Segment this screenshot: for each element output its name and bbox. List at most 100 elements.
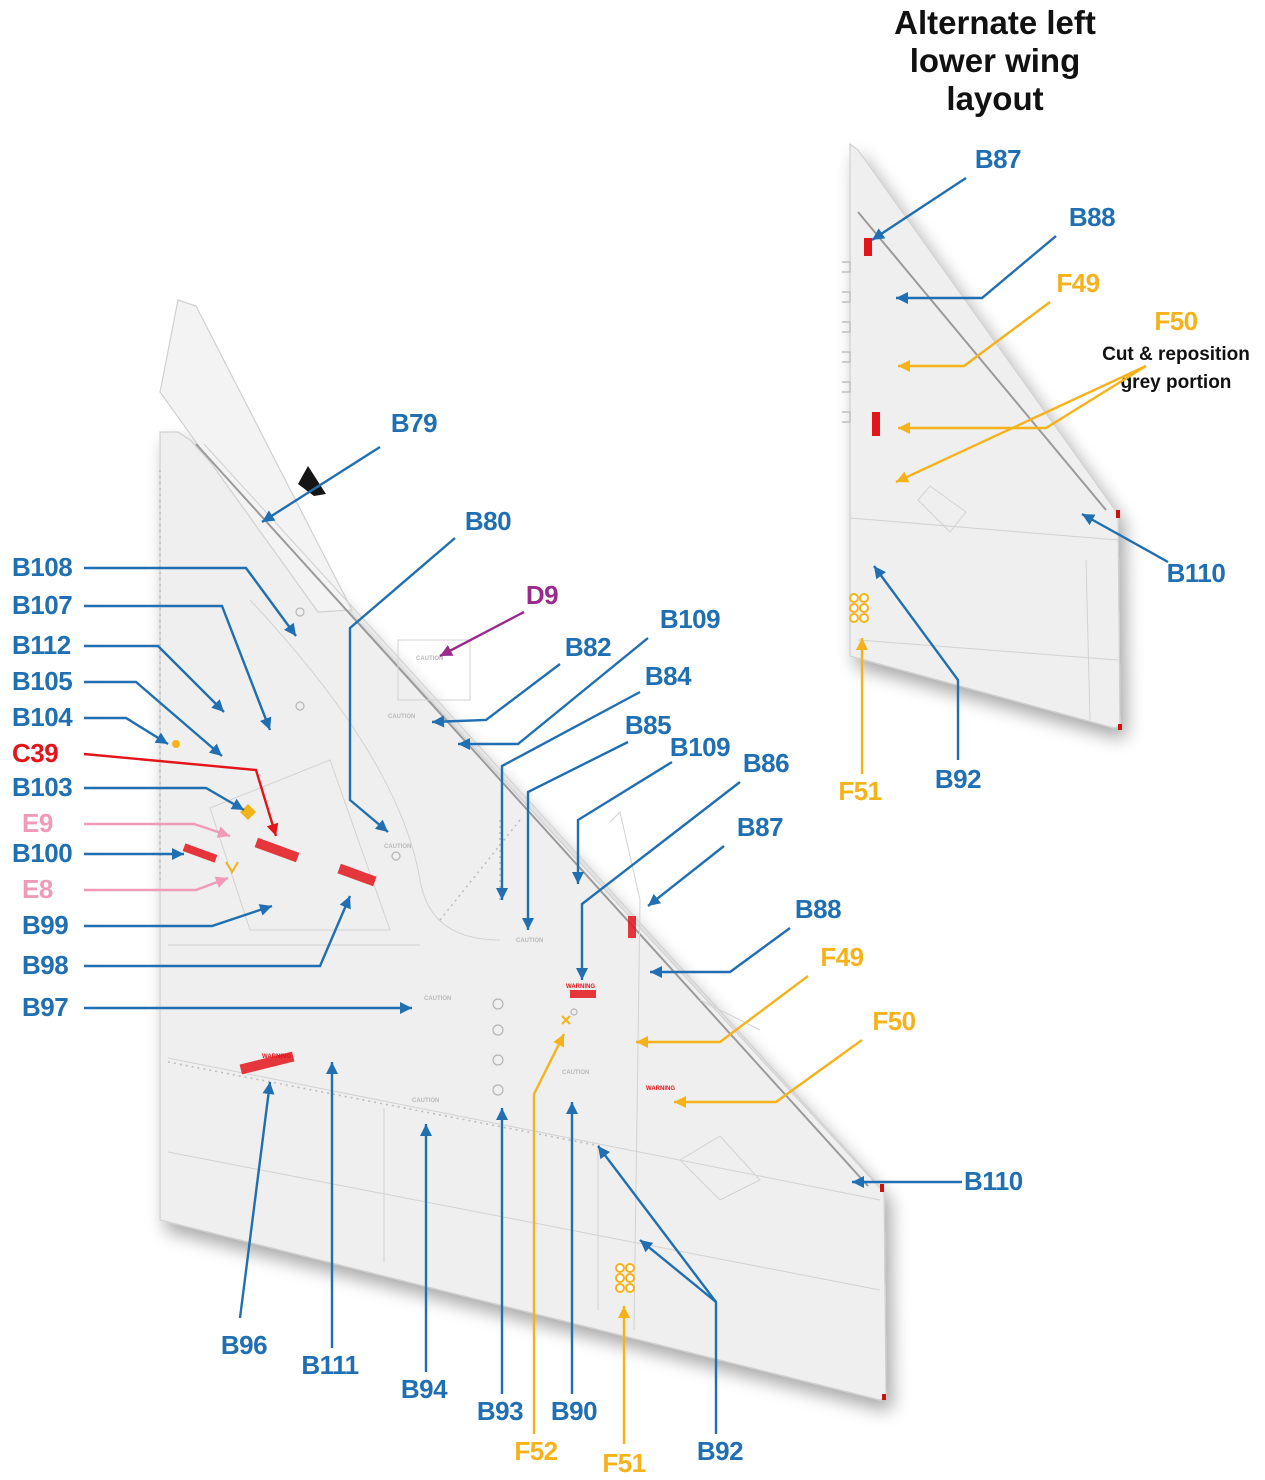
alt-callout-b92: B92 [935, 764, 981, 794]
f50-note-line-1: Cut & reposition [1102, 344, 1250, 365]
main-callout-b109-leader-arrowhead [458, 738, 470, 750]
svg-text:WARNING: WARNING [566, 984, 595, 990]
main-callout-b94-leader [420, 1124, 432, 1372]
main-callout-b100: B100 [12, 838, 72, 868]
main-callout-f49-leader-arrowhead [636, 1036, 648, 1048]
main-callout-f51-leader-arrowhead [618, 1306, 630, 1318]
main-callout-f50-leader-arrowhead [674, 1096, 686, 1108]
alt-tip-marker [1118, 724, 1122, 730]
main-callout-b94-leader-arrowhead [420, 1124, 432, 1136]
main-callout-b82-leader-arrowhead [432, 715, 445, 728]
main-callout-b97-leader [84, 1002, 412, 1014]
main-callout-b110-leader [852, 1176, 962, 1188]
main-callout-b92-leader-arrowhead [598, 1146, 611, 1160]
main-callout-b90-leader [566, 1102, 578, 1394]
main-callout-b96: B96 [221, 1330, 267, 1360]
f50-note: Cut & reposition grey portion [1102, 344, 1250, 393]
main-callout-e9-leader [84, 822, 231, 838]
main-callout-f52-leader-arrowhead [553, 1034, 564, 1048]
main-callout-b111: B111 [301, 1350, 358, 1380]
alt-callout-b110-leader-arrowhead [1082, 514, 1096, 526]
main-callout-b79-leader [261, 445, 381, 524]
main-callout-b90-leader-arrowhead [566, 1102, 578, 1114]
main-callout-b84: B84 [645, 661, 692, 691]
main-callout-b109: B109 [660, 604, 720, 634]
main-callout-b94: B94 [401, 1374, 448, 1404]
main-callout-b108-leader-arrowhead [284, 622, 296, 636]
main-wing: CAUTION CAUTION CAUTION CAUTION CAUTION … [159, 299, 887, 1401]
main-callout-b88-leader [650, 927, 791, 978]
main-callout-b87-leader-arrowhead [648, 893, 662, 906]
main-callout-b98-leader-arrowhead [339, 896, 351, 910]
main-callout-f52-leader [532, 1033, 566, 1434]
main-callout-b104-leader-arrowhead [154, 732, 168, 744]
svg-text:CAUTION: CAUTION [384, 844, 411, 850]
main-callout-e8: E8 [22, 874, 53, 904]
svg-text:WARNING: WARNING [646, 1086, 675, 1092]
alt-callout-b87-leader [871, 176, 967, 242]
yellow-fittings [172, 740, 571, 1025]
main-callout-b90: B90 [551, 1396, 597, 1426]
main-callout-b112: B112 [12, 630, 71, 660]
main-callout-b96-leader-arrowhead [262, 1082, 275, 1095]
alt-callout-f51-leader [856, 638, 868, 774]
main-callout-b84-leader [496, 690, 641, 900]
svg-text:CAUTION: CAUTION [416, 656, 443, 662]
svg-text:CAUTION: CAUTION [516, 938, 543, 944]
alt-callout-b110: B110 [1167, 558, 1226, 588]
main-callout-b85: B85 [625, 710, 671, 740]
alt-callout-f49-leader [898, 301, 1051, 372]
main-callout-b107-leader [84, 604, 272, 731]
svg-text:CAUTION: CAUTION [424, 996, 451, 1002]
main-callout-b104-leader [84, 716, 169, 746]
alt-panel-lines [849, 485, 1119, 721]
svg-text:CAUTION: CAUTION [562, 1070, 589, 1076]
main-callout-b103-leader-arrowhead [230, 798, 244, 810]
ports [295, 607, 578, 1096]
f51-access-cluster [615, 1263, 635, 1293]
title-line-2: lower wing [910, 42, 1081, 79]
fastener-rows [159, 470, 601, 1147]
main-callout-b93-leader-arrowhead [496, 1108, 508, 1120]
main-callout-f52: F52 [514, 1436, 557, 1466]
main-callout-b100-leader [84, 848, 184, 860]
main-callout-b98: B98 [22, 950, 68, 980]
alt-callout-f51-leader-arrowhead [856, 638, 868, 650]
panel-lines [167, 599, 881, 1331]
alt-tabs [842, 261, 851, 423]
main-callout-b92-leader-extra [639, 1239, 717, 1303]
caution-decals: CAUTION CAUTION CAUTION CAUTION CAUTION … [384, 656, 589, 1104]
main-callout-b100-leader-arrowhead [172, 848, 184, 860]
outer-panel [159, 299, 353, 613]
main-callout-b80: B80 [465, 506, 511, 536]
alt-callout-f50-leader-arrowhead [898, 422, 910, 434]
alt-callout-f49: F49 [1056, 268, 1099, 298]
main-callout-b103: B103 [12, 772, 72, 802]
main-callout-b108-leader [84, 566, 297, 637]
callout-layer: B79B80D9B109B82B84B85B109B86B87B88F49F50… [12, 144, 1226, 1478]
alt-callout-b88-leader-arrowhead [896, 292, 908, 304]
alt-tip-marker [1116, 510, 1120, 518]
main-callout-b93: B93 [477, 1396, 523, 1426]
main-callout-b82: B82 [565, 632, 611, 662]
main-callout-b99: B99 [22, 910, 68, 940]
main-callout-b93-leader [496, 1108, 508, 1394]
alt-callout-f50: F50 [1154, 306, 1197, 336]
main-callout-b79: B79 [391, 408, 437, 438]
main-callout-e8-leader [84, 876, 229, 892]
main-callout-b86-leader-arrowhead [576, 968, 588, 980]
main-callout-b96-leader [238, 1081, 275, 1319]
main-callout-b97: B97 [22, 992, 68, 1022]
tip-marker [880, 1184, 884, 1192]
main-callout-f50-leader [674, 1039, 863, 1108]
alt-callout-f49-leader-arrowhead [898, 360, 910, 372]
main-callout-b109-leader-arrowhead [572, 872, 584, 884]
alt-f51-cluster [849, 593, 869, 623]
main-callout-e8-leader-arrowhead [214, 876, 228, 888]
main-callout-b99-leader-arrowhead [258, 904, 272, 916]
tip-marker [882, 1394, 886, 1400]
main-callout-b109-leader [572, 760, 673, 884]
alt-callout-b87-leader-arrowhead [872, 228, 886, 240]
alt-callout-b88-leader [896, 235, 1057, 304]
